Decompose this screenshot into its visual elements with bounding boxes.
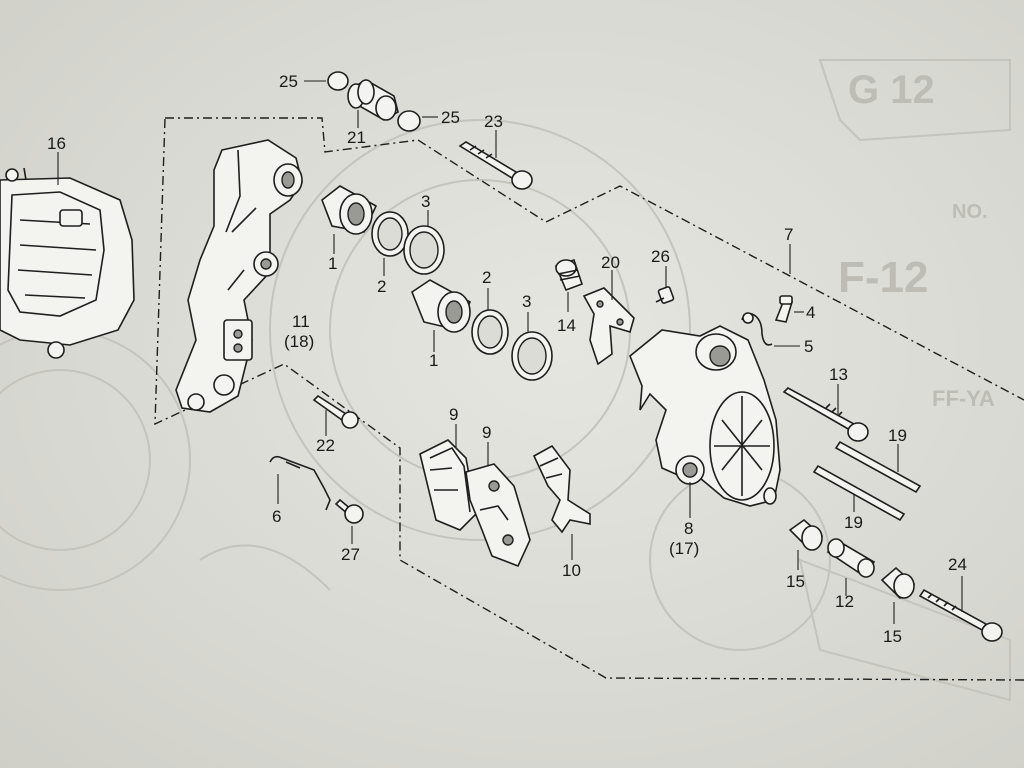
label-part-24: 24 — [948, 555, 967, 574]
label-part-2-b: 2 — [482, 268, 491, 287]
label-part-23: 23 — [484, 112, 503, 131]
label-part-21: 21 — [347, 128, 366, 147]
part-15-sleeve-left — [788, 518, 824, 551]
ghost-f-ref: F-12 — [838, 253, 928, 302]
part-12-pin-sleeve — [826, 538, 876, 578]
label-part-11: 11 — [292, 312, 310, 331]
part-1-piston-lower — [411, 279, 472, 333]
part-13-bolt — [782, 387, 869, 442]
part-8-caliper-body — [629, 325, 781, 507]
part-4-bleeder-valve — [774, 295, 794, 323]
label-part-13: 13 — [829, 365, 848, 384]
label-part-5: 5 — [804, 337, 813, 356]
part-5-bleeder-cap — [741, 312, 773, 346]
part-11-caliper-bracket — [175, 139, 303, 413]
part-10-pad-spring — [532, 444, 591, 534]
label-part-19-b: 19 — [844, 513, 863, 532]
label-part-7: 7 — [784, 225, 793, 244]
part-22-bolt — [312, 394, 359, 429]
label-part-20: 20 — [601, 253, 620, 272]
part-21-slide-pin-boot — [347, 79, 399, 121]
part-6-spring-clip — [269, 455, 331, 511]
part-15-sleeve-right — [880, 566, 916, 600]
label-part-9-b: 9 — [482, 423, 491, 442]
label-part-9-a: 9 — [449, 405, 458, 424]
part-27-bolt — [334, 498, 364, 524]
label-part-27: 27 — [341, 545, 360, 564]
label-part-4: 4 — [806, 303, 815, 322]
label-part-8: 8 — [684, 519, 693, 538]
label-part-3-b: 3 — [522, 292, 531, 311]
part-3-seal-lower — [511, 331, 553, 381]
part-23-bolt — [458, 141, 533, 190]
part-labels: 25 21 25 23 16 1 2 3 2 3 1 14 20 26 7 4 … — [47, 72, 967, 646]
part-25-o-ring-top — [327, 71, 349, 91]
part-2-seal-upper — [371, 211, 409, 257]
label-part-2-a: 2 — [377, 277, 386, 296]
label-part-16: 16 — [47, 134, 66, 153]
label-part-17-alt: (17) — [669, 539, 699, 558]
ghost-no-text: NO. — [952, 201, 988, 223]
label-part-25-a: 25 — [279, 72, 298, 91]
label-part-25-b: 25 — [441, 108, 460, 127]
part-19-pin-lower — [812, 464, 906, 522]
label-part-3-a: 3 — [421, 192, 430, 211]
ghost-page-ref: G 12 — [848, 68, 935, 112]
part-20-retainer-plate — [582, 287, 635, 366]
label-part-15-a: 15 — [786, 572, 805, 591]
ghost-ff-ya-text: FF-YA — [932, 386, 995, 411]
background-bleed-through: G 12 F-12 NO. FF-YA — [0, 59, 1011, 702]
part-24-bolt — [918, 588, 1003, 642]
assembly-boundary-line — [154, 117, 1024, 681]
part-3-seal-upper — [403, 225, 445, 275]
label-part-22: 22 — [316, 436, 335, 455]
part-2-seal-lower — [471, 309, 509, 355]
label-part-19-a: 19 — [888, 426, 907, 445]
label-part-12: 12 — [835, 592, 854, 611]
part-9-brake-pad-rear — [465, 463, 531, 568]
label-part-10: 10 — [562, 561, 581, 580]
part-1-piston-upper — [321, 185, 378, 235]
label-part-15-b: 15 — [883, 627, 902, 646]
label-part-6: 6 — [272, 507, 281, 526]
part-19-pin-upper — [834, 440, 922, 494]
part-14-boot — [554, 258, 584, 292]
label-part-1-a: 1 — [328, 254, 337, 273]
label-part-26: 26 — [651, 247, 670, 266]
label-part-1-b: 1 — [429, 351, 438, 370]
part-26-bolt — [655, 286, 675, 304]
label-part-14: 14 — [557, 316, 576, 335]
part-25-o-ring-right — [397, 110, 421, 132]
part-16-caliper-assembly — [0, 167, 135, 359]
label-part-18-alt: (18) — [284, 332, 314, 351]
